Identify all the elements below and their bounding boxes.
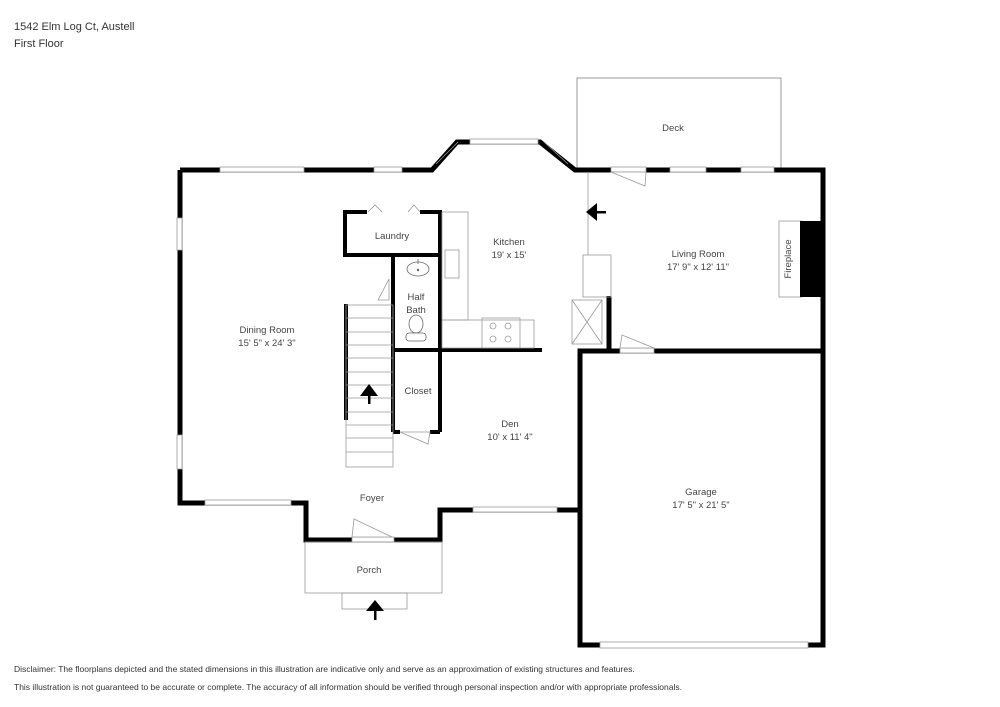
- half-bath-label-2: Bath: [406, 305, 426, 316]
- bay-window: [435, 141, 569, 165]
- living-room-size: 17' 9" x 12' 11": [667, 262, 729, 273]
- fireplace-label: Fireplace: [783, 239, 794, 278]
- entry-arrow-icon: [586, 203, 606, 221]
- disclaimer-line-1: Disclaimer: The floorplans depicted and …: [14, 664, 635, 674]
- fireplace: Fireplace: [778, 220, 821, 298]
- living-room-label: Living Room: [672, 249, 725, 260]
- entry-up-arrow-icon: [366, 600, 384, 620]
- deck-door: [610, 171, 647, 187]
- garage-label: Garage: [685, 487, 717, 498]
- kitchen-counters: [441, 211, 535, 349]
- half-bath-door: [377, 278, 390, 301]
- den-size: 10' x 11' 4": [487, 432, 532, 443]
- stove-icon: [481, 317, 521, 349]
- sink-icon: [406, 259, 430, 277]
- dining-room-size: 15' 5" x 24' 3": [238, 338, 295, 349]
- address-title: 1542 Elm Log Ct, Austell: [14, 21, 135, 33]
- windows: [176, 138, 775, 543]
- kitchen-label: Kitchen: [493, 237, 525, 248]
- toilet-icon: [405, 314, 427, 342]
- den-label: Den: [501, 419, 518, 430]
- deck-label: Deck: [662, 123, 684, 134]
- kitchen-size: 19' x 15': [492, 250, 527, 261]
- living-room-fixtures: [571, 172, 612, 345]
- garage-door-entry: [619, 334, 655, 349]
- kitchen-sink-icon: [444, 249, 460, 279]
- stairs-up-arrow-icon: [360, 384, 378, 404]
- disclaimer-line-2: This illustration is not guaranteed to b…: [14, 682, 682, 692]
- garage-size: 17' 5" x 21' 5": [672, 500, 729, 511]
- closet-label: Closet: [405, 386, 432, 397]
- garage: Garage 17' 5" x 21' 5": [577, 348, 826, 649]
- dining-room-label: Dining Room: [240, 325, 295, 336]
- laundry-doors[interactable]: [367, 204, 421, 213]
- doors[interactable]: [351, 171, 655, 538]
- front-door: [351, 518, 393, 538]
- cabinet-x-icon: [571, 299, 603, 345]
- floor-label: First Floor: [14, 38, 64, 50]
- half-bath-label-1: Half: [408, 292, 425, 303]
- laundry-label: Laundry: [375, 231, 410, 242]
- deck: Deck: [576, 77, 782, 169]
- porch-label: Porch: [357, 565, 382, 576]
- closet-door: [399, 431, 431, 445]
- garage-door: [599, 641, 809, 649]
- foyer-label: Foyer: [360, 493, 384, 504]
